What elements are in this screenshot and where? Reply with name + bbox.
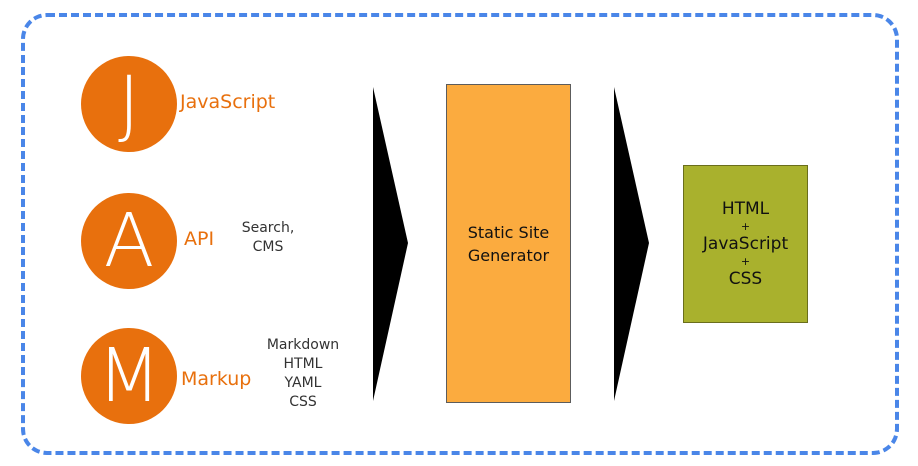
markup-detail-line: YAML <box>284 375 322 391</box>
markup-detail-line: CSS <box>289 394 317 410</box>
output-plus: + <box>740 255 751 268</box>
output-box: HTML + JavaScript + CSS <box>683 165 808 323</box>
api-detail-line: CMS <box>252 239 284 255</box>
static-site-generator-box: Static Site Generator <box>446 84 571 403</box>
javascript-letter: J <box>118 61 140 147</box>
markup-circle: M <box>81 328 177 424</box>
arrow-shape <box>614 87 649 401</box>
generator-line: Static Site <box>467 222 550 242</box>
output-javascript: JavaScript <box>702 234 789 254</box>
arrow-to-generator <box>373 87 408 401</box>
arrow-shape <box>373 87 408 401</box>
api-detail-line: Search, <box>241 220 295 236</box>
output-html: HTML <box>721 199 770 219</box>
api-label: API <box>184 228 215 250</box>
markup-details: Markdown HTML YAML CSS <box>260 336 346 412</box>
markup-label: Markup <box>181 368 252 390</box>
arrow-to-output <box>614 87 649 401</box>
api-letter: A <box>103 198 155 284</box>
javascript-circle: J <box>81 56 177 152</box>
markup-detail-line: HTML <box>283 356 323 372</box>
markup-detail-line: Markdown <box>266 337 340 353</box>
markup-letter: M <box>97 333 161 419</box>
diagram-frame <box>21 13 899 455</box>
api-details: Search, CMS <box>234 219 302 257</box>
output-css: CSS <box>728 269 763 289</box>
javascript-label: JavaScript <box>180 91 276 113</box>
api-circle: A <box>81 193 177 289</box>
output-plus: + <box>740 220 751 233</box>
generator-line: Generator <box>467 245 550 265</box>
